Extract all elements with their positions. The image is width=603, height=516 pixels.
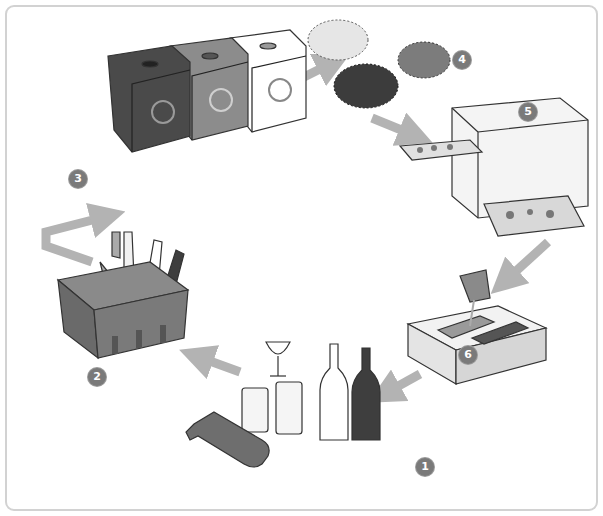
recycling-bins <box>108 30 306 152</box>
frame <box>6 6 597 510</box>
glass-mould <box>408 270 546 384</box>
callout-number: 1 <box>416 458 434 476</box>
glassware <box>186 342 380 467</box>
callout-number: 2 <box>88 368 106 386</box>
callout-number: 4 <box>453 51 471 69</box>
callout-number: 3 <box>69 170 87 188</box>
callout-number: 5 <box>519 103 537 121</box>
callout-number: 6 <box>459 346 477 364</box>
glass-cullet <box>308 20 450 108</box>
bottle-crate <box>58 232 188 358</box>
furnace-machine <box>400 98 588 236</box>
